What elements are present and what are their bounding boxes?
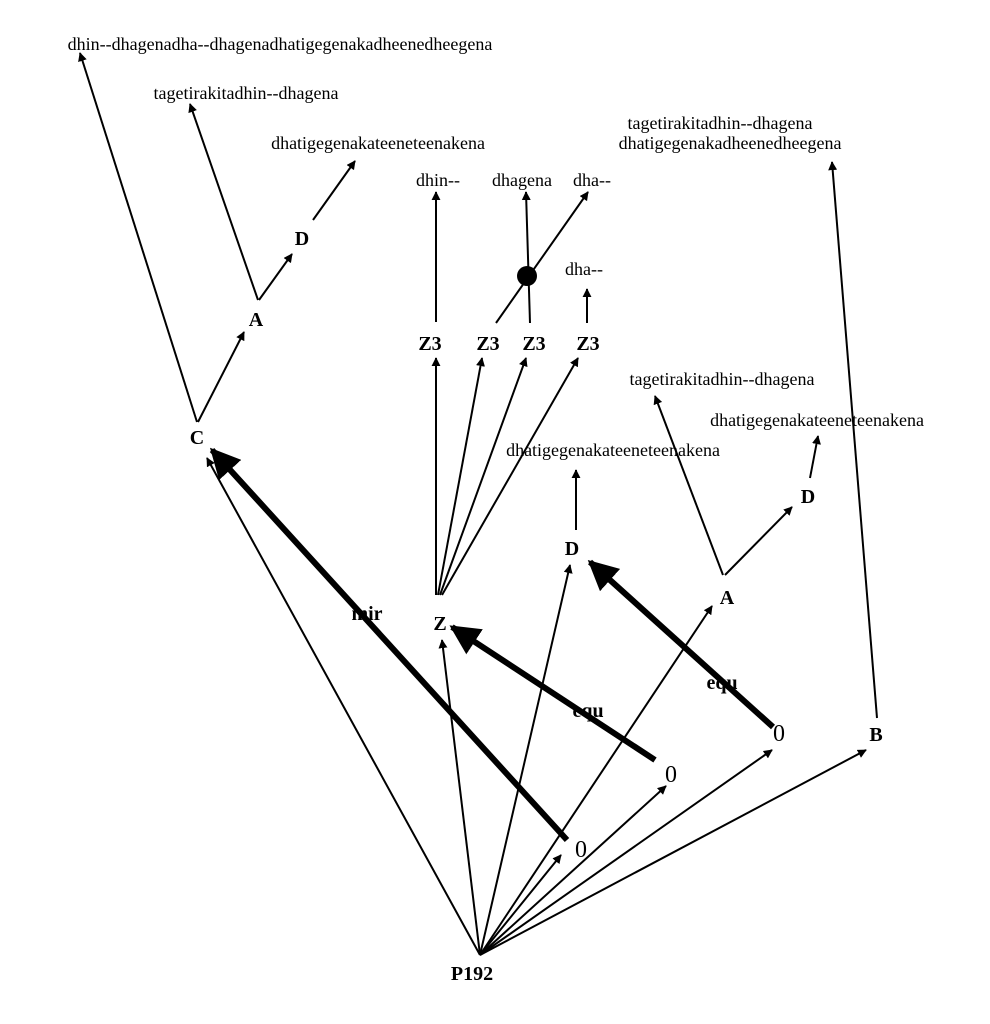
- edge-equ-1: [449, 624, 657, 763]
- edge-equ-2: [587, 559, 776, 730]
- node-b: B: [869, 724, 882, 746]
- edge-root-to-c: [206, 457, 481, 956]
- node-d-right: D: [801, 486, 815, 508]
- edge-root-to-zero-2: [479, 785, 667, 956]
- node-zero-1: 0: [575, 837, 587, 863]
- edge-mir: [209, 447, 570, 843]
- edge-root-to-zero-3: [479, 749, 773, 956]
- node-z3-4: Z3: [576, 333, 599, 355]
- node-z3-2: Z3: [476, 333, 499, 355]
- edge-a-left-to-d-left: [258, 253, 293, 301]
- node-p192: P192: [451, 963, 493, 985]
- edge-labels: mir equ equ: [351, 603, 737, 722]
- edge-z-to-z3-4: [441, 357, 579, 596]
- edge-c-to-a-left: [197, 331, 245, 423]
- edge-z-to-z3-3: [439, 357, 528, 596]
- edge-root-to-d-mid: [479, 564, 573, 956]
- edge-c-to-leaf: [78, 52, 198, 423]
- node-zero-3: 0: [773, 721, 785, 747]
- leaf-a-left: tagetirakitadhin--dhagena: [154, 83, 339, 103]
- node-a-right: A: [720, 587, 735, 609]
- edge-d-right-to-leaf: [809, 435, 821, 479]
- node-d-mid: D: [565, 538, 579, 560]
- leaf-z3-4: dha--: [565, 259, 603, 279]
- edge-label-equ-2: equ: [706, 672, 737, 694]
- edge-a-right-to-d-right: [724, 506, 793, 576]
- leaf-d-mid: dhatigegenakateeneteenakena: [506, 440, 720, 460]
- leaf-z3-2: dha--: [573, 170, 611, 190]
- leaf-labels: dhin--dhagenadha--dhagenadhatigegenakadh…: [68, 34, 924, 460]
- edge-root-to-zero-1: [479, 854, 562, 956]
- leaf-a-right: tagetirakitadhin--dhagena: [630, 369, 815, 389]
- node-d-left: D: [295, 228, 309, 250]
- leaf-z3-1: dhin--: [416, 170, 460, 190]
- node-z3-3: Z3: [522, 333, 545, 355]
- c-subtree: [78, 52, 356, 423]
- thick-edges: [209, 447, 776, 843]
- edge-z3-3-to-leaf: [521, 191, 531, 324]
- edge-root-to-a-right: [479, 605, 713, 956]
- edge-label-mir: mir: [351, 603, 382, 625]
- leaf-b-line1: tagetirakitadhin--dhagena: [628, 113, 813, 133]
- edge-z3-2-to-leaf: [495, 191, 589, 324]
- edge-b-to-leaf: [828, 161, 878, 719]
- node-z3-1: Z3: [418, 333, 441, 355]
- node-z: Z: [433, 613, 446, 635]
- edge-root-to-z: [438, 639, 481, 956]
- leaf-b-line2: dhatigegenakadheenedheegena: [619, 133, 842, 153]
- edge-z-to-z3-2: [437, 357, 485, 596]
- leaf-c: dhin--dhagenadha--dhagenadhatigegenakadh…: [68, 34, 493, 54]
- root-edges: [206, 457, 867, 956]
- edge-label-equ-1: equ: [572, 700, 603, 722]
- z-subtree: [431, 191, 592, 596]
- node-zero-2: 0: [665, 762, 677, 788]
- leaf-d-left: dhatigegenakateeneteenakena: [271, 133, 485, 153]
- leaf-z3-3: dhagena: [492, 170, 552, 190]
- edge-d-left-to-leaf: [312, 160, 356, 221]
- node-labels: P192 C A D Z Z3 Z3 Z3 Z3 D A D B 0 0 0: [190, 228, 883, 985]
- edge-a-left-to-leaf: [188, 103, 259, 301]
- leaf-d-right: dhatigegenakateeneteenakena: [710, 410, 924, 430]
- edge-a-right-to-leaf: [653, 395, 724, 576]
- a-right-subtree: [653, 395, 821, 576]
- node-c: C: [190, 427, 204, 449]
- node-a-left: A: [249, 309, 264, 331]
- crossing-dot: [517, 266, 537, 286]
- edge-root-to-b: [479, 749, 867, 956]
